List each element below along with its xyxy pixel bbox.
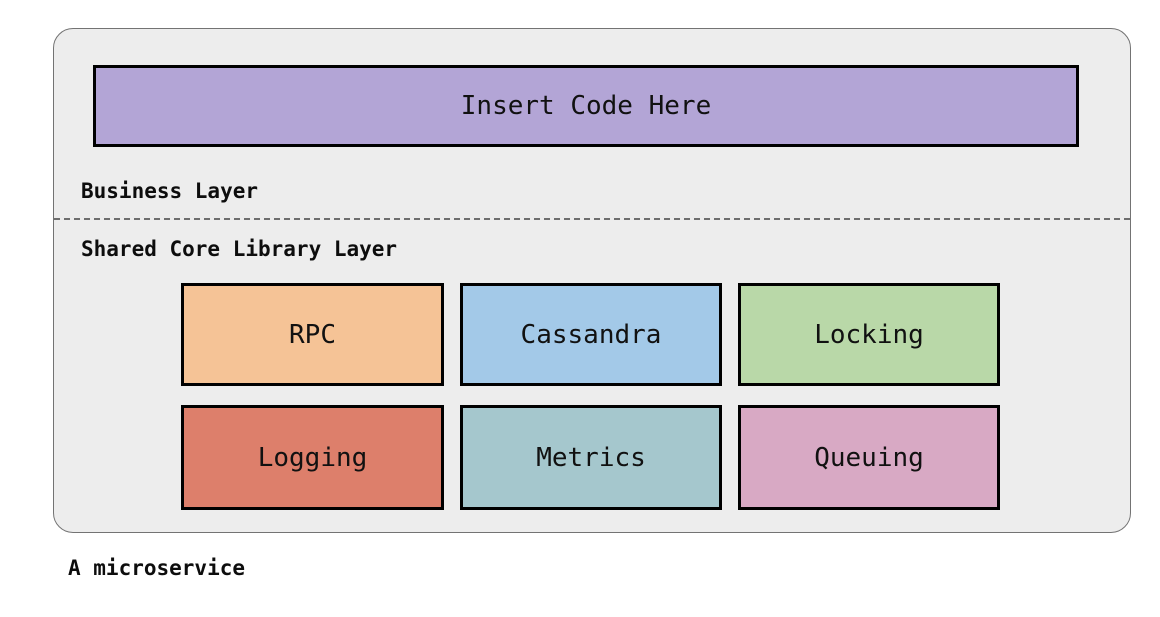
business-layer-label: Business Layer [81,179,259,203]
component-label-cassandra: Cassandra [520,319,662,350]
shared-core-library-layer-label: Shared Core Library Layer [81,237,398,261]
component-box-metrics[interactable]: Metrics [460,405,722,510]
insert-code-here-box[interactable]: Insert Code Here [93,65,1079,147]
business-layer-section: Insert Code Here Business Layer [54,29,1130,218]
layer-divider [54,218,1130,220]
diagram-caption: A microservice [68,556,246,580]
component-box-cassandra[interactable]: Cassandra [460,283,722,386]
component-label-locking: Locking [814,319,924,350]
shared-core-components-grid: RPC Cassandra Locking Logging Metrics Qu… [181,283,1001,510]
microservice-container: Insert Code Here Business Layer Shared C… [53,28,1131,533]
component-label-queuing: Queuing [814,442,924,473]
insert-code-here-label: Insert Code Here [460,91,712,121]
component-box-queuing[interactable]: Queuing [738,405,1000,510]
component-label-logging: Logging [257,442,368,473]
component-box-logging[interactable]: Logging [181,405,444,510]
component-box-rpc[interactable]: RPC [181,283,444,386]
component-box-locking[interactable]: Locking [738,283,1000,386]
component-label-metrics: Metrics [536,442,646,473]
component-label-rpc: RPC [289,319,336,350]
